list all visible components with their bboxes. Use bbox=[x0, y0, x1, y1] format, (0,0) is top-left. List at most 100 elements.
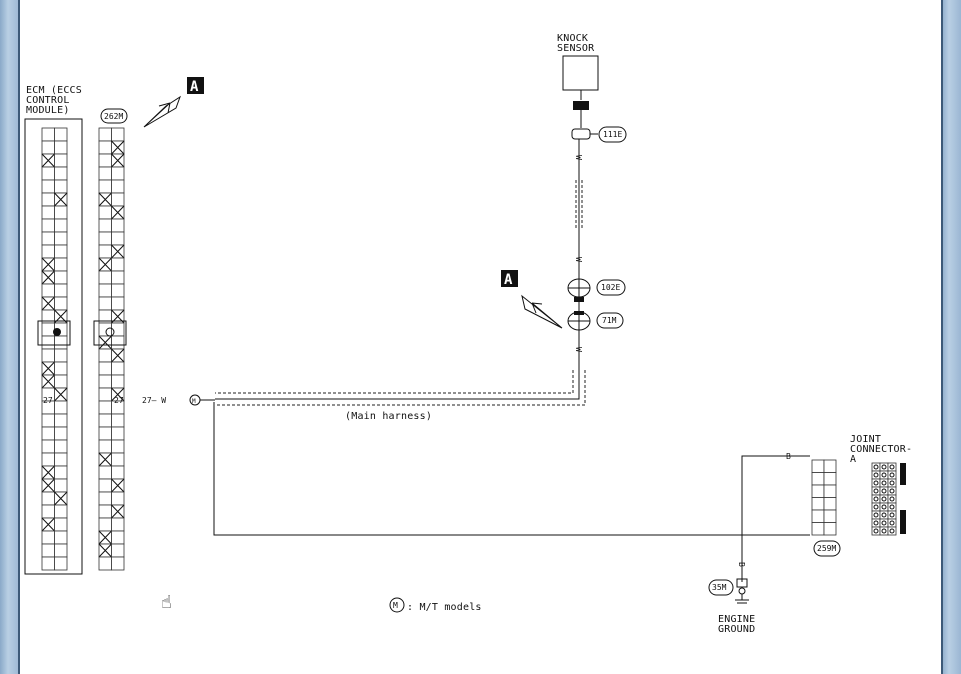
ecm-label-line-3: MODULE) bbox=[26, 105, 70, 116]
unused-pin-mark bbox=[111, 478, 125, 493]
knock-wire-color-1: W bbox=[574, 155, 583, 160]
connector-cell bbox=[98, 504, 112, 519]
connector-cell bbox=[41, 322, 55, 337]
joint-face-terminal bbox=[881, 488, 887, 494]
connector-cell bbox=[111, 179, 125, 194]
joint-face-cell bbox=[871, 502, 881, 512]
joint-face-terminal bbox=[873, 480, 879, 486]
connector-cell bbox=[823, 522, 837, 536]
view-arrow-2-icon bbox=[521, 294, 563, 329]
joint-face-terminal bbox=[873, 472, 879, 478]
connector-cell bbox=[54, 205, 68, 220]
connector-cell bbox=[98, 374, 112, 389]
joint-face-terminal bbox=[873, 488, 879, 494]
ecm-connector-id-badge bbox=[100, 108, 128, 124]
joint-face-terminal bbox=[889, 496, 895, 502]
connector-cell bbox=[54, 296, 68, 311]
harness-label: (Main harness) bbox=[345, 411, 432, 422]
connector-cell bbox=[98, 140, 112, 155]
joint-connector-id-badge bbox=[813, 540, 841, 557]
joint-connector-label-line-2: CONNECTOR- bbox=[850, 444, 912, 455]
connector-cell bbox=[41, 413, 55, 428]
connector-cell bbox=[811, 522, 825, 536]
window-frame-left bbox=[0, 0, 20, 674]
unused-pin-mark bbox=[98, 192, 112, 207]
joint-face-cell bbox=[871, 462, 881, 472]
connector-cell bbox=[98, 491, 112, 506]
connector-cell bbox=[811, 497, 825, 511]
connector-cell bbox=[54, 439, 68, 454]
connector-cell bbox=[41, 504, 55, 519]
ground-return-wire bbox=[213, 402, 810, 536]
joint-face-cell bbox=[879, 526, 889, 536]
unused-pin-mark bbox=[98, 530, 112, 545]
joint-face-terminal bbox=[881, 528, 887, 534]
unused-pin-mark bbox=[111, 244, 125, 259]
connector-cell bbox=[41, 556, 55, 571]
connector-cell bbox=[41, 179, 55, 194]
unused-pin-mark bbox=[41, 517, 55, 532]
connector-cell bbox=[98, 153, 112, 168]
unused-pin-mark bbox=[111, 348, 125, 363]
view-marker-a-letter: A bbox=[190, 79, 199, 95]
view-marker-a-box bbox=[187, 77, 204, 94]
connector-cell bbox=[98, 322, 112, 337]
legend-symbol: M bbox=[393, 601, 398, 610]
connector-cell bbox=[41, 452, 55, 467]
knock-connector-id-badge bbox=[598, 126, 627, 143]
joint-face-cell bbox=[879, 462, 889, 472]
engine-ground-label-line-1: ENGINE bbox=[718, 614, 755, 625]
connector-cell bbox=[41, 192, 55, 207]
engine-ground-label-line-2: GROUND bbox=[718, 624, 755, 635]
ground-connector-id: 35M bbox=[712, 583, 727, 592]
ecm-label-line-1: ECM (ECCS bbox=[26, 85, 82, 96]
joint-face-terminal bbox=[873, 512, 879, 518]
connector-cell bbox=[98, 556, 112, 571]
connector-cell bbox=[41, 530, 55, 545]
connector-cell bbox=[98, 439, 112, 454]
connector-cell bbox=[54, 361, 68, 376]
connector-cell bbox=[98, 478, 112, 493]
connector-cell bbox=[111, 257, 125, 272]
connector-102e-badge bbox=[596, 279, 626, 296]
joint-face-cell bbox=[879, 478, 889, 488]
connector-cell bbox=[111, 465, 125, 480]
connector-cell bbox=[54, 127, 68, 142]
ecm-connector-right bbox=[98, 127, 125, 571]
joint-face-cell bbox=[879, 518, 889, 528]
joint-connector-wire bbox=[741, 455, 810, 544]
connector-cell bbox=[41, 543, 55, 558]
hand-cursor-icon: ☝ bbox=[161, 592, 172, 613]
joint-connector-face bbox=[871, 462, 906, 536]
connector-cell bbox=[41, 439, 55, 454]
joint-face-latch bbox=[900, 463, 906, 485]
joint-face-cell bbox=[887, 526, 897, 536]
connector-cell bbox=[111, 361, 125, 376]
joint-face-terminal bbox=[881, 512, 887, 518]
connector-cell bbox=[111, 127, 125, 142]
connector-cell bbox=[111, 296, 125, 311]
connector-cell bbox=[111, 543, 125, 558]
connector-cell bbox=[41, 231, 55, 246]
unused-pin-mark bbox=[98, 257, 112, 272]
ecm-outline bbox=[24, 118, 83, 575]
connector-cell bbox=[54, 374, 68, 389]
ecm-connector-id: 262M bbox=[104, 112, 123, 121]
joint-face-terminal bbox=[881, 464, 887, 470]
connector-cell bbox=[98, 413, 112, 428]
joint-face-terminal bbox=[873, 504, 879, 510]
joint-face-terminal bbox=[873, 464, 879, 470]
mt-symbol-letter: M bbox=[192, 398, 196, 405]
knock-sensor-body bbox=[562, 55, 599, 91]
unused-pin-mark bbox=[41, 296, 55, 311]
connector-cell bbox=[54, 465, 68, 480]
connector-cell bbox=[111, 530, 125, 545]
ground-connector-id-badge bbox=[708, 579, 734, 596]
connector-cell bbox=[54, 153, 68, 168]
ground-terminal-icon bbox=[736, 578, 748, 588]
connector-cell bbox=[41, 244, 55, 259]
connector-cell bbox=[41, 335, 55, 350]
ground-wire-color: B bbox=[737, 562, 746, 567]
harness-wire bbox=[215, 378, 580, 400]
connector-cell bbox=[811, 509, 825, 523]
